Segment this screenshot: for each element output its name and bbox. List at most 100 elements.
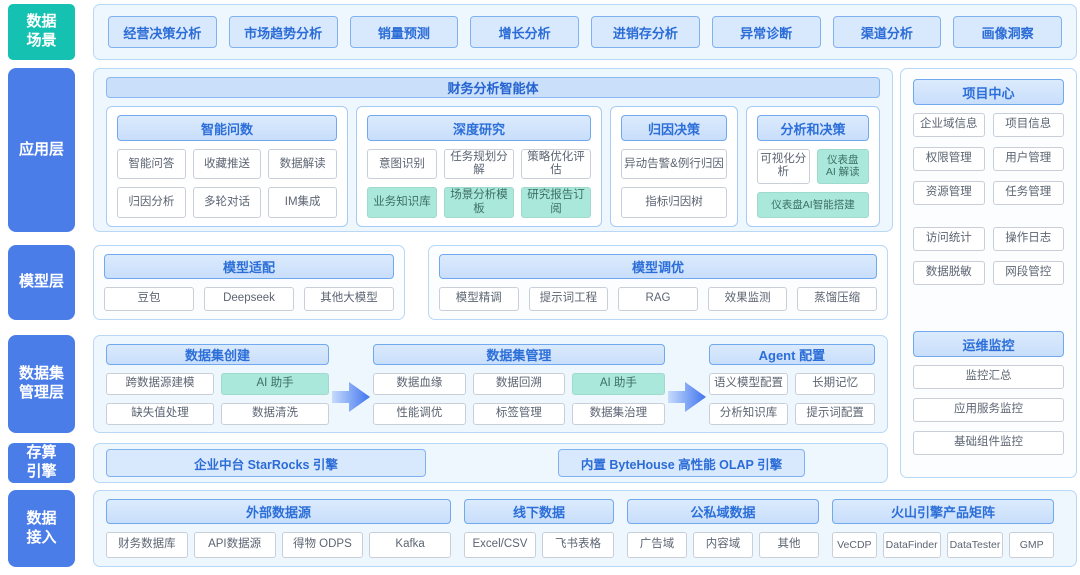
group-title: 智能问数 [117,115,338,141]
diagram-chip: 蒸馏压缩 [797,287,877,311]
ops-monitor-title: 运维监控 [913,331,1064,357]
group-items: 意图识别任务规划分解策略优化评估业务知识库场景分析模板研究报告订阅 [367,149,591,218]
flow-arrow [329,344,373,424]
diagram-chip: 应用服务监控 [913,398,1064,422]
diagram-chip: 广告域 [627,532,687,558]
layer-tab-data-access: 数据 接入 [8,490,75,567]
diagram-chip: 归因分析 [117,187,186,218]
diagram-chip: 缺失值处理 [106,403,215,425]
layer-tab-dataset-management: 数据集 管理层 [8,335,75,433]
diagram-chip: 业务知识库 [367,187,437,218]
diagram-chip: 数据回溯 [472,373,566,395]
diagram-chip: 仪表盘 AI 解读 [816,149,869,184]
diagram-chip: 模型精调 [439,287,519,311]
diagram-chip: AI 助手 [572,373,665,395]
diagram-chip: 监控汇总 [913,365,1064,389]
diagram-chip: 用户管理 [992,147,1064,171]
diagram-chip: 标签管理 [472,403,566,425]
diagram-chip: 豆包 [104,287,194,311]
diagram-chip: 跨数据源建模 [106,373,215,395]
project-center-panel: 项目中心 企业域信息项目信息权限管理用户管理资源管理任务管理访问统计操作日志数据… [900,68,1077,478]
group-title: 数据集管理 [373,344,665,365]
diagram-chip: GMP [1009,532,1055,558]
ops-monitor-section: 运维监控 监控汇总应用服务监控基础组件监控 [913,331,1064,455]
diagram-chip: 权限管理 [913,147,985,171]
diagram-chip: 基础组件监控 [913,431,1064,455]
diagram-chip: 可视化分析 [757,149,810,184]
diagram-chip: 性能调优 [373,403,466,425]
layer-tab-storage-engine: 存算 引擎 [8,443,75,483]
diagram-chip: 指标归因树 [620,187,728,218]
scenario-chip: 经营决策分析 [108,16,217,48]
scenario-chip: 画像洞察 [953,16,1062,48]
diagram-chip: 收藏推送 [192,149,262,180]
group-attribution-decision: 归因决策 异动告警&例行归因指标归因树 [609,106,739,227]
diagram-chip: DataTester [946,532,1004,558]
diagram-chip: 策略优化评估 [520,149,591,180]
model-adaptation-title: 模型适配 [104,254,394,279]
scenario-chip: 市场趋势分析 [228,16,338,48]
diagram-chip: 飞书表格 [542,532,614,558]
diagram-chip: 企业域信息 [913,113,985,137]
scenario-chip: 渠道分析 [832,16,942,48]
diagram-chip: 财务数据库 [106,532,188,558]
layer-tab-model: 模型层 [8,245,75,320]
diagram-chip: 长期记忆 [795,373,876,395]
diagram-chip: RAG [618,287,698,311]
scenario-panel: 经营决策分析市场趋势分析销量预测增长分析进销存分析异常诊断渠道分析画像洞察 [93,4,1077,60]
group-items: 广告域内容域其他 [627,532,819,558]
starrocks-engine-chip: 企业中台 StarRocks 引擎 [106,449,426,477]
diagram-chip: 数据清洗 [221,403,330,425]
diagram-chip: 任务管理 [992,181,1064,205]
group-title: 归因决策 [620,115,728,141]
group-title: Agent 配置 [708,344,876,365]
project-center-title: 项目中心 [913,79,1064,105]
scenario-chip: 销量预测 [349,16,459,48]
diagram-chip: 分析知识库 [708,403,789,425]
diagram-chip: API数据源 [193,532,276,558]
diagram-chip: 智能问答 [117,149,186,180]
diagram-chip: IM集成 [268,187,338,218]
group-deep-research: 深度研究 意图识别任务规划分解策略优化评估业务知识库场景分析模板研究报告订阅 [356,106,602,227]
diagram-chip: 得物 ODPS [281,532,364,558]
group-agent-config: Agent 配置 语义模型配置长期记忆分析知识库提示词配置 [708,344,876,425]
group-items: 可视化分析仪表盘 AI 解读仪表盘AI智能搭建 [757,149,869,218]
group-analysis-decision: 分析和决策 可视化分析仪表盘 AI 解读仪表盘AI智能搭建 [746,106,880,227]
group-items: 语义模型配置长期记忆分析知识库提示词配置 [708,373,876,425]
group-items: 异动告警&例行归因指标归因树 [620,149,728,218]
diagram-chip: Deepseek [204,287,294,311]
diagram-chip: DataFinder [882,532,941,558]
right-arrow-icon [332,382,371,412]
group-public-private-domain: 公私域数据 广告域内容域其他 [627,499,819,558]
diagram-chip: 资源管理 [913,181,985,205]
layer-tab-data-scenario: 数据 场景 [8,4,75,60]
diagram-chip: 多轮对话 [192,187,262,218]
engine-panel: 企业中台 StarRocks 引擎 内置 ByteHouse 高性能 OLAP … [93,443,888,483]
diagram-chip: Kafka [369,532,451,558]
ops-monitor-items: 监控汇总应用服务监控基础组件监控 [913,365,1064,455]
diagram-chip: 提示词配置 [795,403,876,425]
diagram-chip: 内容域 [693,532,753,558]
group-title: 火山引擎产品矩阵 [832,499,1054,524]
scenario-chip: 进销存分析 [591,16,700,48]
diagram-chip: VeCDP [832,532,877,558]
diagram-chip: 效果监测 [707,287,788,311]
model-tuning-title: 模型调优 [439,254,877,279]
diagram-chip: 其他 [759,532,819,558]
diagram-chip: 数据集治理 [572,403,665,425]
diagram-chip: 场景分析模板 [443,187,514,218]
scenario-chip: 异常诊断 [711,16,821,48]
